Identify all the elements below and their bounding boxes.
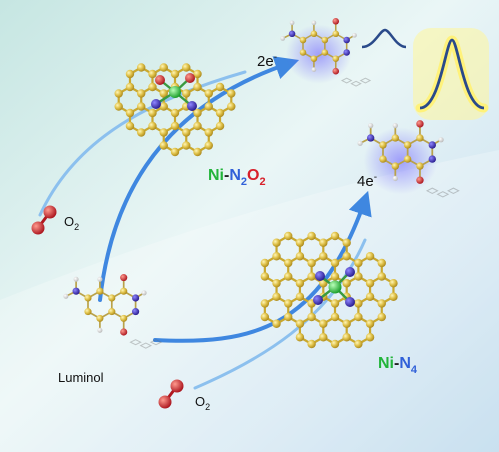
electron-2-label: 2e-	[257, 52, 277, 70]
emission-peak-icon	[413, 28, 489, 120]
ni-n4-catalyst-icon	[260, 231, 398, 349]
o2-label-bottom: O2	[195, 394, 210, 412]
background-sheen	[0, 150, 499, 452]
emission-peak-icon	[361, 28, 407, 49]
product-molecule-strong-icon	[357, 120, 460, 198]
ni-n2o2-catalyst-icon	[114, 63, 236, 157]
product-molecule-weak-icon	[280, 18, 372, 87]
luminol-label: Luminol	[58, 370, 104, 385]
luminol-to-2e-arrow	[98, 56, 300, 302]
o2-label-top: O2	[64, 214, 79, 232]
ni-n4-label: Ni-N4	[378, 355, 418, 376]
o2-to-2e-arrow-tail	[38, 70, 247, 217]
luminol-molecule-icon	[63, 274, 163, 349]
ni-n2o2-label: Ni-N2O2	[208, 167, 266, 188]
o2-molecule-icon	[31, 205, 57, 235]
electron-4-label: 4e-	[357, 172, 377, 190]
o2-molecule-icon	[158, 379, 184, 409]
